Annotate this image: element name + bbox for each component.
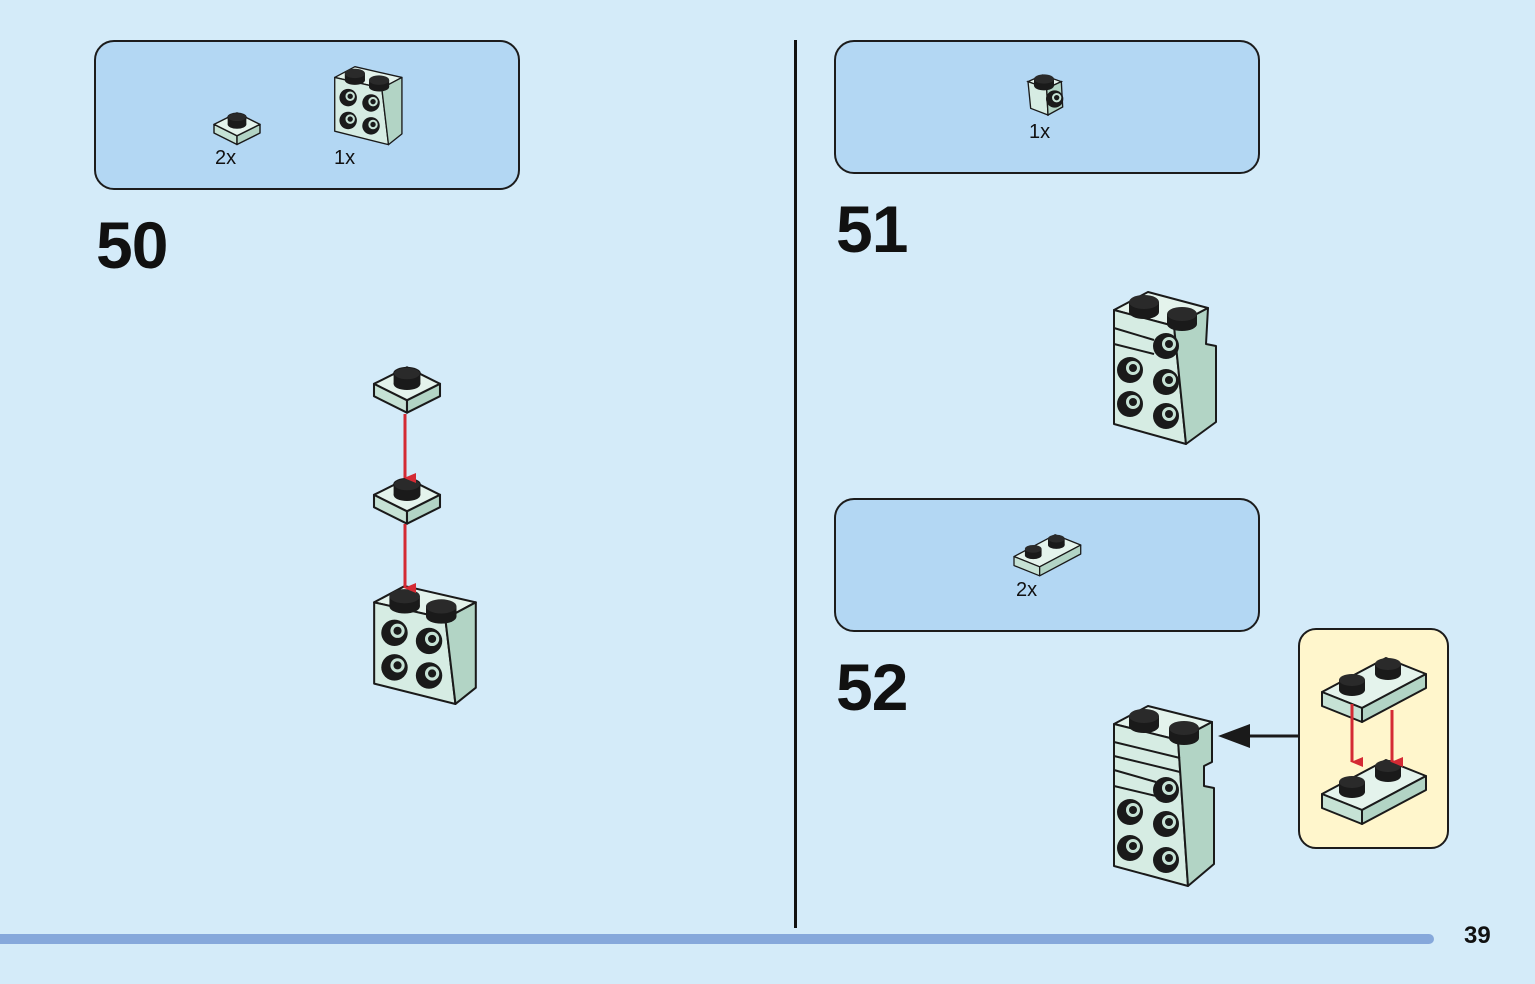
bracket-brick-assembly: [1113, 291, 1217, 445]
part-qty: 1x: [334, 147, 356, 169]
parts-box-step-51: 1x: [834, 40, 1260, 174]
step-number: 51: [836, 192, 908, 266]
page-divider: [794, 40, 797, 928]
part-qty: 2x: [215, 147, 237, 169]
plate-1x1-icon: [372, 366, 442, 414]
progress-bar: [0, 934, 1434, 944]
bracket-brick-assembly: [1113, 705, 1215, 887]
pointer-arrow-icon: [1218, 724, 1300, 748]
bracket-brick-2x2-icon: [374, 582, 478, 706]
page-number: 39: [1464, 922, 1491, 949]
plate-1x1-icon: [213, 112, 261, 146]
plate-1x2-icon: [1013, 534, 1082, 577]
step-number: 52: [836, 650, 908, 724]
headlight-brick-icon: [1026, 74, 1065, 117]
parts-box-step-50: 2x 1x: [94, 40, 520, 190]
step-number: 50: [96, 208, 168, 282]
part-qty: 1x: [1029, 121, 1051, 143]
bracket-brick-2x2-icon: [334, 64, 404, 146]
assembly-arrow-icon: [1350, 704, 1403, 767]
sub-assembly-callout: [1298, 628, 1449, 849]
part-qty: 2x: [1016, 579, 1038, 601]
parts-box-step-52: 2x: [834, 498, 1260, 632]
assembly-arrow-icon: [403, 414, 416, 593]
